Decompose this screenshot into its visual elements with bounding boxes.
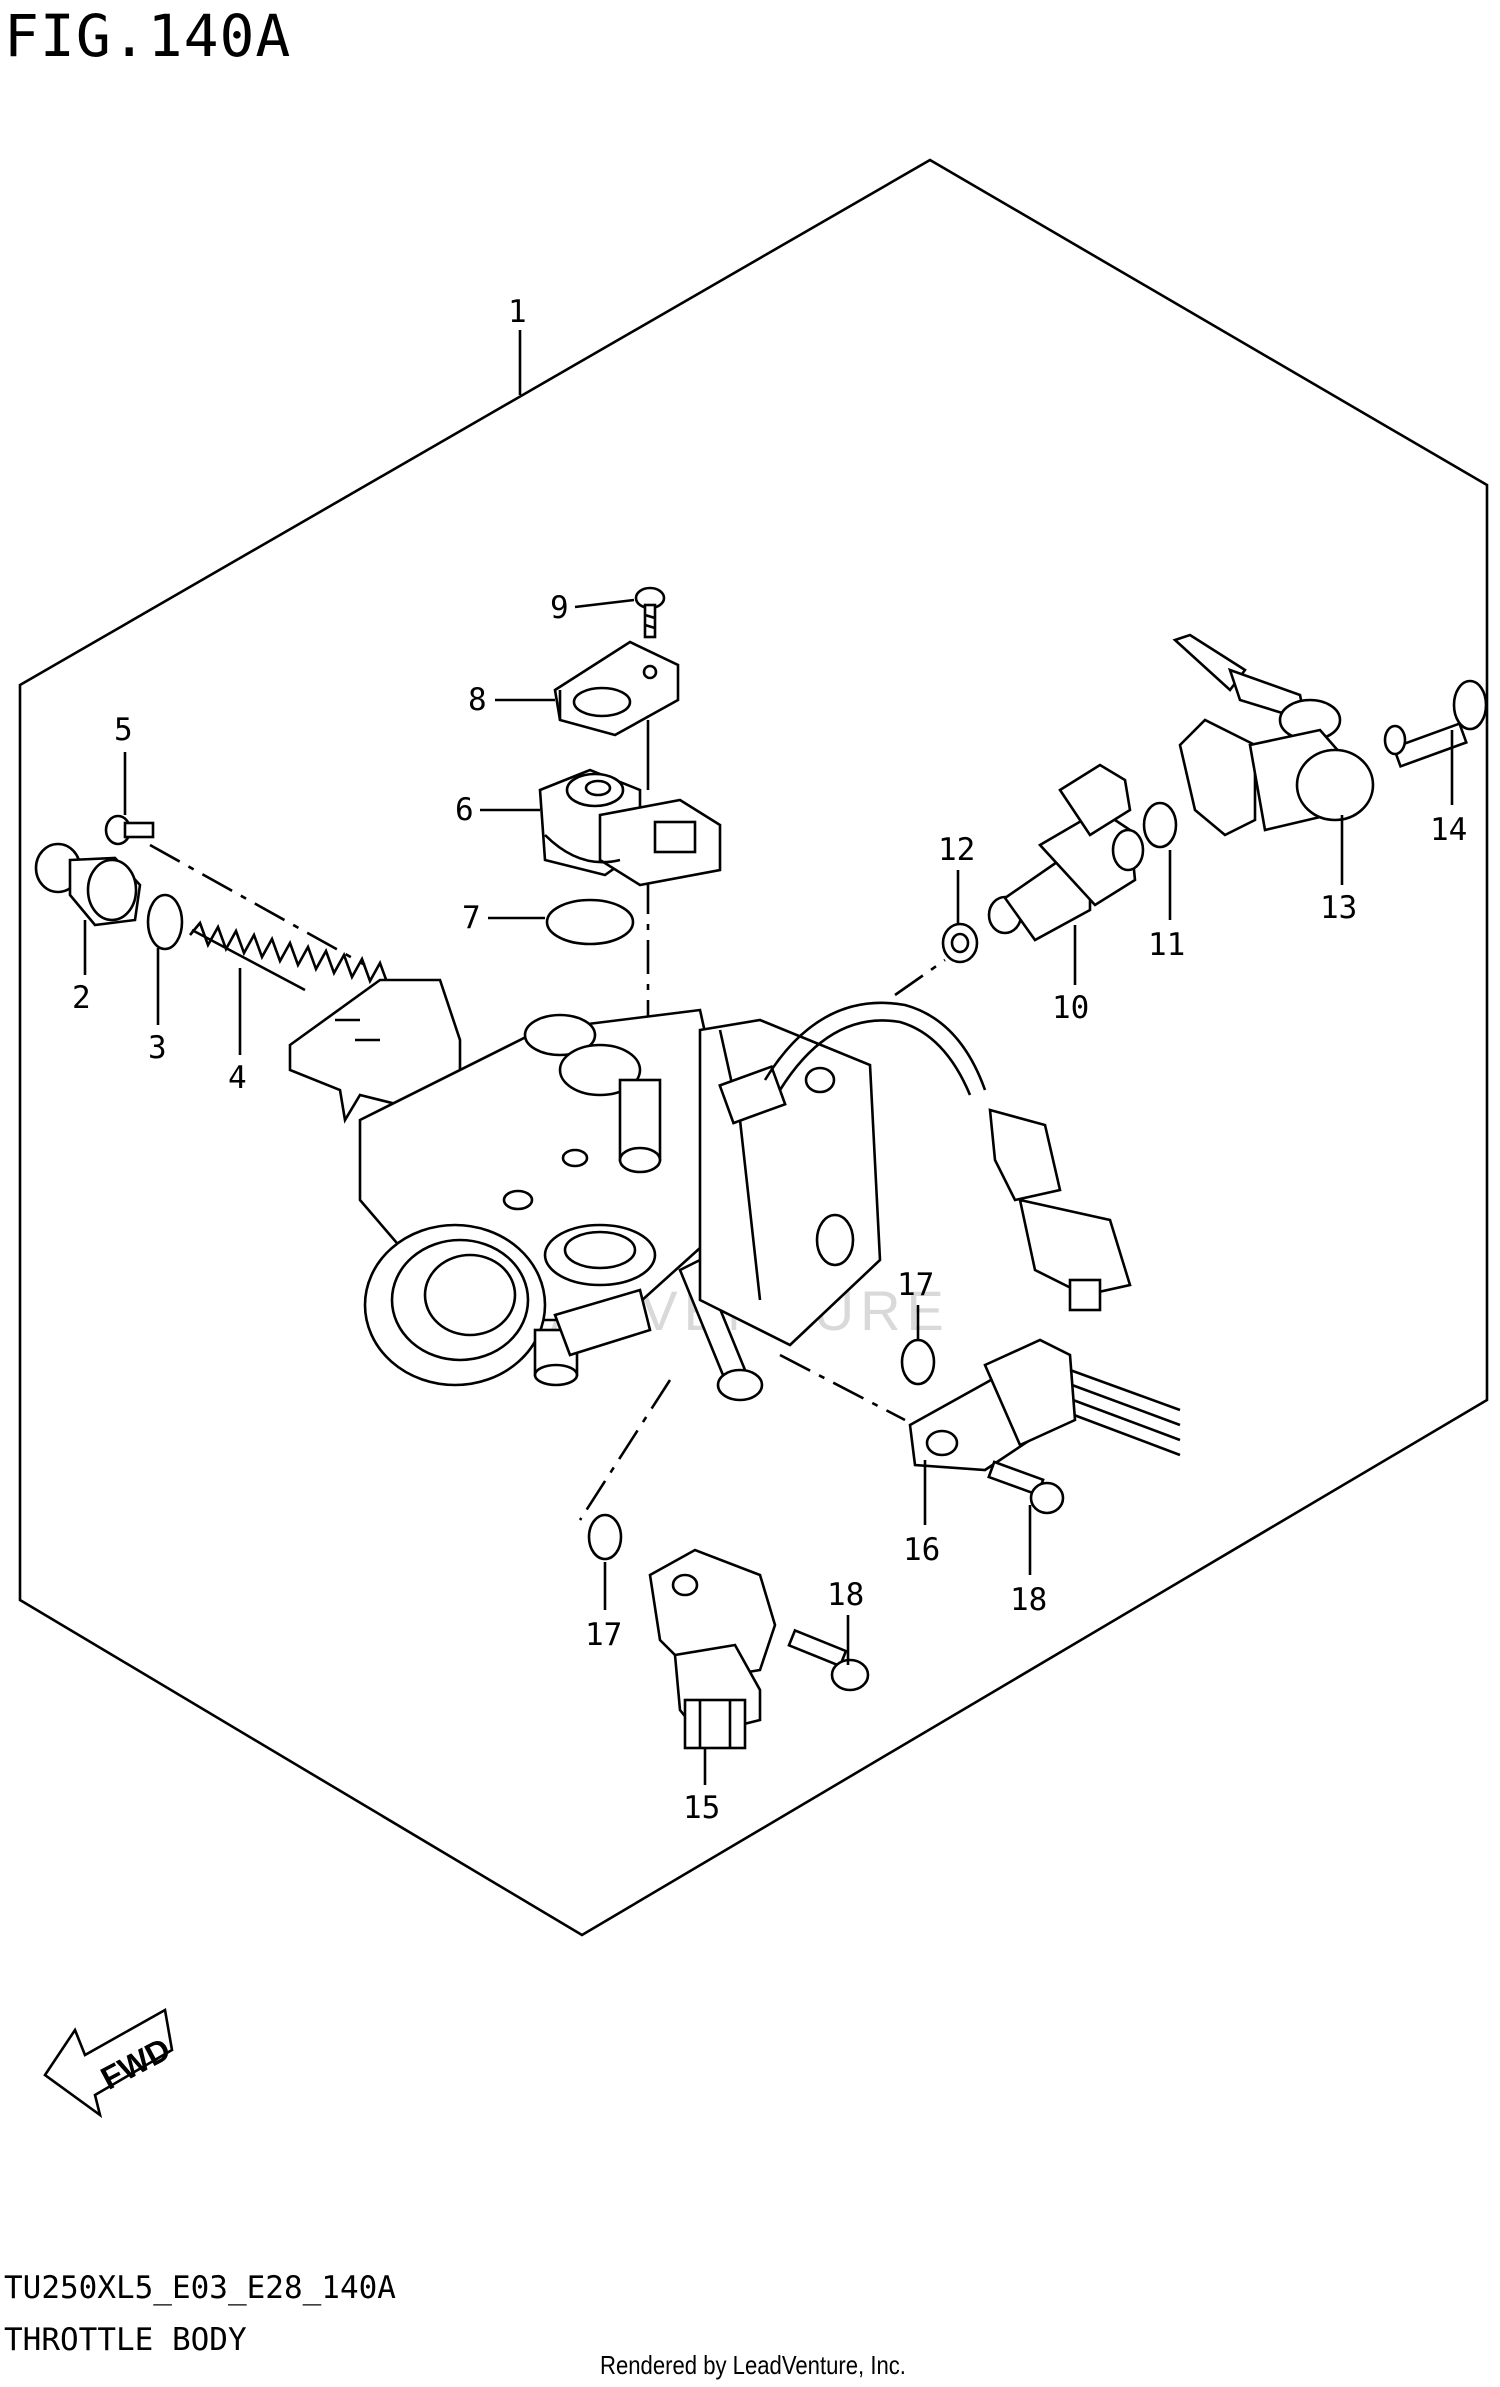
credit-text: Rendered by LeadVenture, Inc. (600, 2350, 906, 2380)
callout-14: 14 (1430, 812, 1467, 848)
fuel-pipe-connector-13-icon (1172, 633, 1375, 837)
o-ring-3-icon (146, 893, 184, 951)
screw-5-icon (104, 814, 155, 846)
model-code: TU250XL5_E03_E28_140A (4, 2270, 396, 2306)
callout-1: 1 (508, 294, 527, 330)
callout-6: 6 (455, 792, 474, 828)
callout-2: 2 (72, 980, 91, 1016)
assembly-outline (18, 158, 1489, 1937)
figure-title: FIG.140A (4, 2, 292, 70)
idle-adjuster-2-icon (34, 842, 142, 927)
callout-15: 15 (683, 1790, 720, 1826)
callout-11: 11 (1148, 927, 1185, 963)
forward-arrow-icon: FWD (43, 2007, 176, 2119)
section-title: THROTTLE BODY (4, 2322, 247, 2358)
o-ring-11-icon (1142, 801, 1178, 849)
centerline-idle-screw (149, 843, 366, 967)
sensor-16-icon (908, 1338, 1181, 1472)
leader-9 (574, 598, 635, 609)
callout-9: 9 (550, 590, 569, 626)
bracket-plate-8-icon (553, 640, 680, 737)
callout-13: 13 (1320, 890, 1357, 926)
callout-7: 7 (462, 900, 481, 936)
screw-9-icon (634, 586, 666, 639)
callout-17-right: 17 (897, 1267, 934, 1303)
throttle-body-icon (288, 978, 1132, 1402)
callout-5: 5 (114, 712, 133, 748)
o-ring-7-icon (545, 898, 635, 946)
fuel-injector-10-icon (987, 763, 1145, 942)
callout-17-bottom: 17 (585, 1617, 622, 1653)
o-ring-17-right-icon (900, 1338, 936, 1386)
sensor-15-icon (648, 1548, 777, 1750)
o-ring-17-bottom-icon (587, 1513, 623, 1561)
bolt-18-right-icon (987, 1460, 1065, 1515)
callout-labels: 1 2 3 4 5 6 7 8 9 10 11 12 13 14 15 16 1… (72, 294, 1467, 1826)
centerline-right-sensor (779, 1353, 906, 1422)
callout-3: 3 (148, 1030, 167, 1066)
callout-10: 10 (1052, 990, 1089, 1026)
callout-18-bottom: 18 (827, 1577, 864, 1613)
callout-18-right: 18 (1010, 1582, 1047, 1618)
callout-12: 12 (938, 832, 975, 868)
spring-4-icon (189, 920, 390, 992)
callout-8: 8 (468, 682, 487, 718)
callout-16: 16 (903, 1532, 940, 1568)
centerline-injector (894, 958, 946, 997)
centerline-bottom-sensor (578, 1379, 672, 1521)
bolt-18-bottom-icon (787, 1628, 870, 1692)
throttle-sensor-6-icon (538, 768, 722, 887)
bolt-14-icon (1383, 679, 1488, 769)
callout-4: 4 (228, 1060, 247, 1096)
